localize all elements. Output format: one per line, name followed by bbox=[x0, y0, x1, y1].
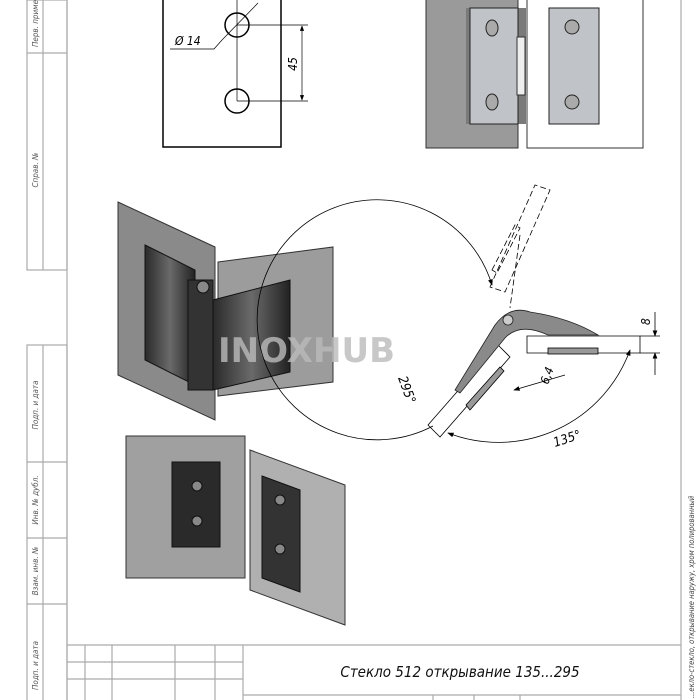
stamp-podp-data: Подп. и дата bbox=[31, 380, 40, 429]
stamp-sprav: Справ. № bbox=[31, 152, 40, 187]
stamp-podp-data-2: Подп. и дата bbox=[31, 641, 40, 690]
title-block bbox=[67, 644, 681, 700]
stamp-perv-primen: Перв. примен. bbox=[31, 0, 40, 47]
side-stamps: Перв. примен. Справ. № Подп. и дата Инв.… bbox=[31, 0, 40, 690]
dim-angle-135: 135° bbox=[552, 428, 583, 451]
side-note: ...екло-стекло, открывание наружу, хром … bbox=[687, 495, 696, 698]
sheet-frame bbox=[26, 0, 682, 700]
hinge-front-view bbox=[425, 0, 644, 149]
dim-hole-diameter: Ø 14 bbox=[174, 34, 201, 48]
stamp-inv-dubl: Инв. № дубл. bbox=[31, 475, 40, 524]
hinge-isometric-view-closed bbox=[125, 435, 346, 626]
hole-layout-view bbox=[162, 0, 308, 148]
dim-gap: 6,4 bbox=[538, 365, 557, 386]
watermark: INOXHUB bbox=[218, 331, 395, 371]
stamp-vzam-inv: Взам. инв. № bbox=[31, 547, 40, 596]
opening-angle-diagram bbox=[256, 184, 660, 443]
dim-glass-thickness: 8 bbox=[639, 318, 653, 325]
drawing-title: Стекло 512 открывание 135...295 bbox=[340, 663, 579, 681]
hinge-isometric-view-open bbox=[117, 201, 334, 421]
dim-hole-spacing: 45 bbox=[286, 57, 300, 71]
dim-angle-295: 295° bbox=[394, 374, 418, 406]
